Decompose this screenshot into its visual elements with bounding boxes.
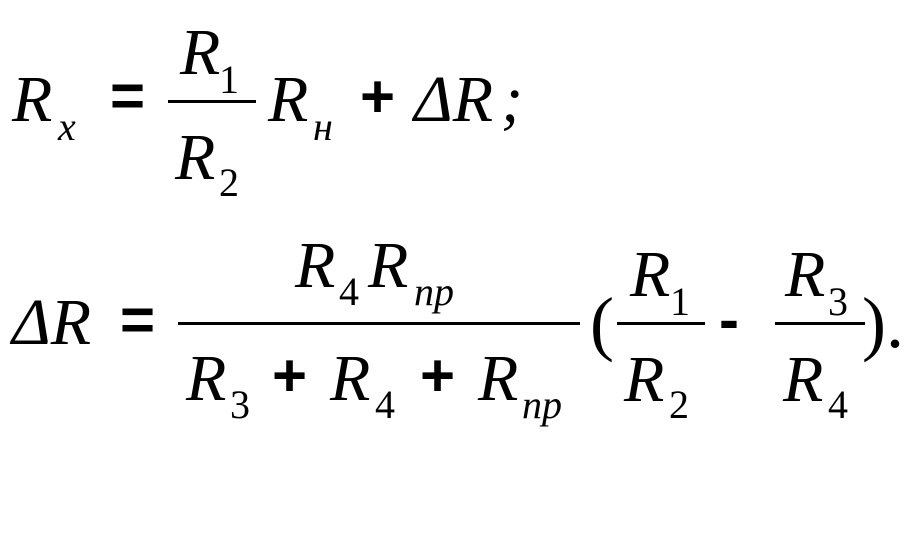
- eq1-num-sub: 1: [219, 57, 239, 102]
- eq1-lhs-sub: x: [58, 104, 76, 149]
- eq1-semicolon: ;: [501, 63, 523, 136]
- eq2-f1-den-var: R: [624, 343, 665, 416]
- eq2-den-c-var: R: [478, 342, 519, 415]
- eq1-mult-var: R: [268, 63, 309, 136]
- eq2-num-b-sub: пр: [414, 269, 454, 314]
- eq2-num-a-sub: 4: [339, 269, 359, 314]
- eq1-plus: +: [360, 63, 396, 130]
- eq2-plus-1: +: [272, 342, 308, 409]
- eq2-f2-num-sub: 3: [828, 279, 848, 324]
- eq2-den-a-sub: 3: [230, 382, 250, 427]
- eq2-plus-2: +: [420, 342, 456, 409]
- eq2-den-b-var: R: [330, 342, 371, 415]
- eq1-fraction-bar: [168, 100, 256, 103]
- eq2-den-b-sub: 4: [375, 382, 395, 427]
- eq1-den-sub: 2: [219, 160, 239, 205]
- eq1-lhs-var: R: [12, 63, 53, 136]
- eq2-fraction-2-bar: [775, 322, 865, 325]
- eq2-main-fraction-bar: [178, 322, 580, 325]
- eq2-f1-num-var: R: [630, 238, 671, 311]
- eq2-f2-num-var: R: [785, 238, 826, 311]
- eq1-mult-sub: н: [313, 104, 333, 149]
- eq2-equals: =: [120, 286, 156, 353]
- eq2-num-a-var: R: [295, 229, 336, 302]
- eq2-f1-num-sub: 1: [670, 279, 690, 324]
- eq2-den-c-sub: пр: [522, 382, 562, 427]
- eq2-num-b-var: R: [368, 229, 409, 302]
- eq2-f2-den-sub: 4: [828, 382, 848, 427]
- eq1-den-var: R: [175, 121, 216, 194]
- eq2-f2-den-var: R: [783, 343, 824, 416]
- eq1-num-var: R: [180, 16, 221, 89]
- eq2-minus: -: [719, 286, 739, 353]
- eq2-f1-den-sub: 2: [669, 382, 689, 427]
- eq2-open-paren: (: [590, 283, 614, 363]
- eq1-delta-term: ΔR: [414, 63, 494, 136]
- eq2-lhs: ΔR: [12, 286, 92, 359]
- eq2-den-a-var: R: [186, 342, 227, 415]
- eq1-equals: =: [110, 62, 146, 129]
- eq2-close-paren: ).: [862, 283, 904, 363]
- eq2-fraction-1-bar: [617, 322, 705, 325]
